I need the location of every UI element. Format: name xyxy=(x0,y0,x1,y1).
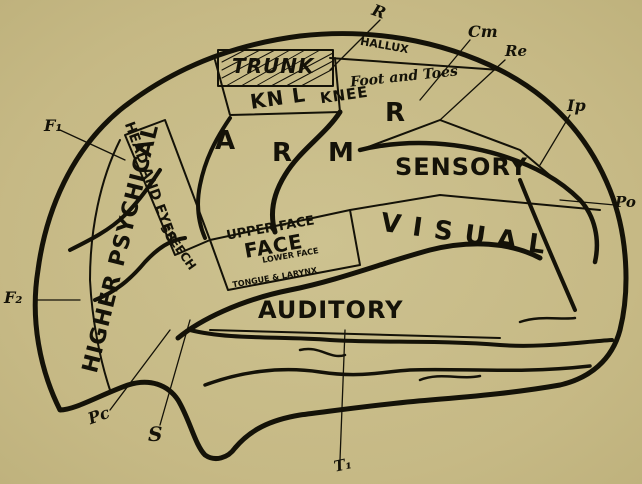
marker-po: Po xyxy=(615,195,636,210)
marker-cm: Cm xyxy=(468,24,498,40)
label-trunk: TRUNK xyxy=(232,56,315,76)
marker-f1: F₁ xyxy=(44,118,62,134)
marker-s: S xyxy=(148,424,162,444)
label-arm-r2: R xyxy=(385,100,406,126)
label-sensory: SENSORY xyxy=(395,155,528,179)
marker-re: Re xyxy=(505,44,527,59)
inferior-temporal-sulcus xyxy=(205,366,590,385)
marker-ip: Ip xyxy=(567,98,586,114)
label-auditory: AUDITORY xyxy=(258,298,404,322)
temporal-contour xyxy=(190,330,612,346)
marker-f2: F₂ xyxy=(4,290,22,306)
label-arm-r: R xyxy=(272,140,293,166)
label-arm-a: A xyxy=(215,128,236,154)
marker-t1: T₁ xyxy=(333,456,353,474)
label-arm-m: M xyxy=(328,140,355,166)
